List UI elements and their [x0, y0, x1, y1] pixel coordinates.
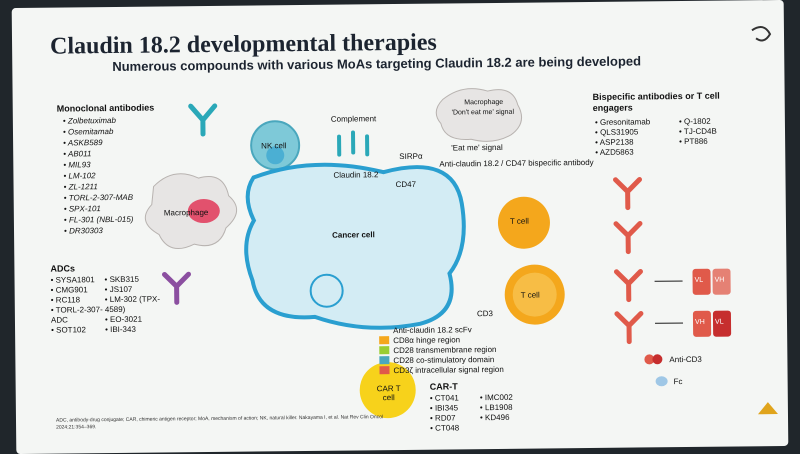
cd3z-bar	[379, 366, 390, 375]
complement-label: Complement	[330, 114, 377, 124]
bispecific-icon-1	[613, 176, 643, 211]
anti-cd47-label: Anti-claudin 18.2 / CD47 bispecific anti…	[439, 157, 594, 169]
cd47-label: CD47	[395, 179, 417, 190]
vl-label-1: VL	[694, 276, 704, 284]
vl-domain-2	[712, 310, 732, 337]
cd8-label: CD8α hinge region	[393, 335, 461, 346]
anti-cd3-label: Anti-CD3	[669, 354, 702, 365]
vh-domain-2	[692, 310, 712, 337]
vl-label-2: VL	[714, 318, 724, 326]
antibody-icon-mab	[188, 103, 218, 137]
macrophage-top-shape	[435, 88, 523, 142]
bispecific-icon-3	[613, 268, 643, 303]
t-cell-2-label: T cell	[520, 290, 540, 300]
cd3-label: CD3	[476, 309, 493, 319]
cancer-cell-shape	[244, 162, 466, 330]
macrophage-nucleus	[187, 199, 220, 224]
t-cell-1-label: T cell	[509, 216, 529, 226]
cd28tm-bar	[379, 346, 390, 355]
complement-icon	[337, 130, 370, 157]
vh-label-2: VH	[694, 318, 705, 326]
mechanism-diagram	[144, 26, 778, 419]
macrophage-label: Macrophage	[163, 208, 209, 218]
logo-icon	[751, 26, 772, 42]
vh-domain-1	[712, 268, 731, 295]
bispecific-icon-4	[614, 310, 644, 345]
macrophage-top-label: Macrophage	[464, 98, 504, 107]
cd28tm-label: CD28 transmembrane region	[393, 344, 497, 356]
dont-eat-me-label: 'Don't eat me' signal	[451, 108, 515, 117]
company-logo-icon	[757, 402, 778, 415]
car-t-cell-shape	[359, 362, 416, 419]
fc-icon	[655, 376, 668, 387]
cd28co-label: CD28 co-stimulatory domain	[393, 355, 495, 366]
cd3z-label: CD3ζ intracellular signal region	[393, 364, 504, 376]
anti-cd3-icon	[644, 354, 655, 365]
cd28co-bar	[379, 356, 390, 365]
vh-label-1: VH	[714, 276, 725, 284]
car-t-label: CAR T cell	[376, 384, 401, 403]
nk-cell-label: NK cell	[261, 141, 287, 151]
claudin-label: Claudin 18.2	[333, 170, 379, 180]
cancer-cell-label: Cancer cell	[332, 230, 375, 240]
bispecific-icon-2	[613, 220, 643, 255]
t-cell-1-shape	[497, 196, 550, 249]
sirpa-label: SIRPα	[399, 151, 423, 162]
eat-me-label: 'Eat me' signal	[451, 142, 503, 153]
antibody-icon-adc	[161, 271, 191, 305]
adc-internalized-vesicle	[309, 273, 344, 308]
slide: Claudin 18.2 developmental therapies Num…	[11, 0, 789, 454]
fc-label: Fc	[673, 377, 683, 387]
cd8-bar	[379, 336, 390, 345]
scfv-label: Anti-claudin 18.2 scFv	[393, 325, 472, 336]
vl-domain-1	[692, 268, 711, 295]
